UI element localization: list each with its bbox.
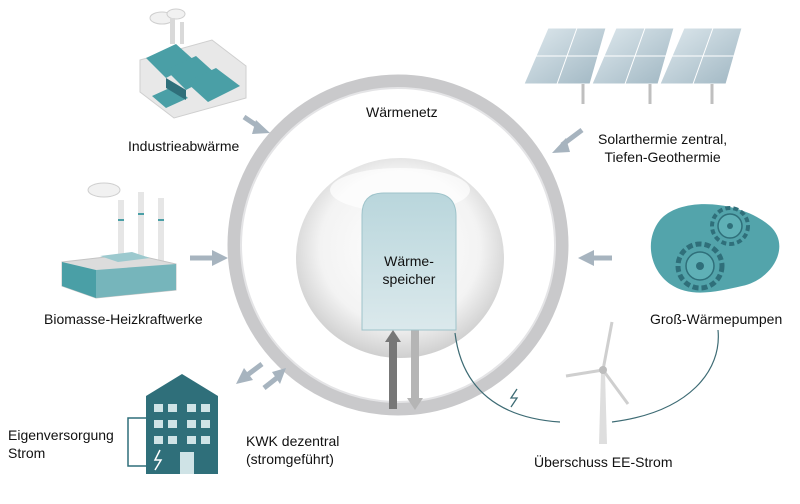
arrow-biomass: [190, 250, 228, 266]
heat-network-ring: [227, 74, 569, 416]
biomass-label: Biomasse-Heizkraftwerke: [44, 311, 203, 327]
network-label: Wärmenetz: [366, 104, 438, 120]
self-supply-line: [127, 417, 148, 467]
chp-label: KWK dezentral (stromgeführt): [246, 433, 340, 467]
arrow-heat-pumps: [578, 250, 612, 266]
arrow-chp-out: [262, 368, 286, 390]
heat-pump-icon: [650, 204, 780, 293]
heat-pumps-label: Groß-Wärmepumpen: [650, 311, 783, 327]
solar-panel-icon: [523, 27, 743, 104]
storage-pipes: [385, 330, 423, 410]
industry-label: Industrieabwärme: [128, 138, 240, 154]
storage-label: Wärme- speicher: [382, 253, 436, 287]
power-plant-icon: [61, 182, 177, 299]
lightning-icon: [509, 388, 519, 408]
surplus-power-label: Überschuss EE-Strom: [534, 454, 673, 470]
arrow-industry: [242, 114, 270, 134]
solar-label: Solarthermie zentral, Tiefen-Geothermie: [598, 131, 728, 165]
arrow-solar: [552, 128, 584, 153]
chp-building-icon: [146, 374, 218, 474]
self-supply-label: Eigenversorgung Strom: [8, 427, 114, 461]
factory-icon: [139, 8, 247, 119]
wind-turbine-icon: [565, 321, 630, 444]
arrow-chp-in: [236, 362, 264, 384]
storage-tank: [361, 192, 457, 331]
power-line: [454, 332, 561, 423]
